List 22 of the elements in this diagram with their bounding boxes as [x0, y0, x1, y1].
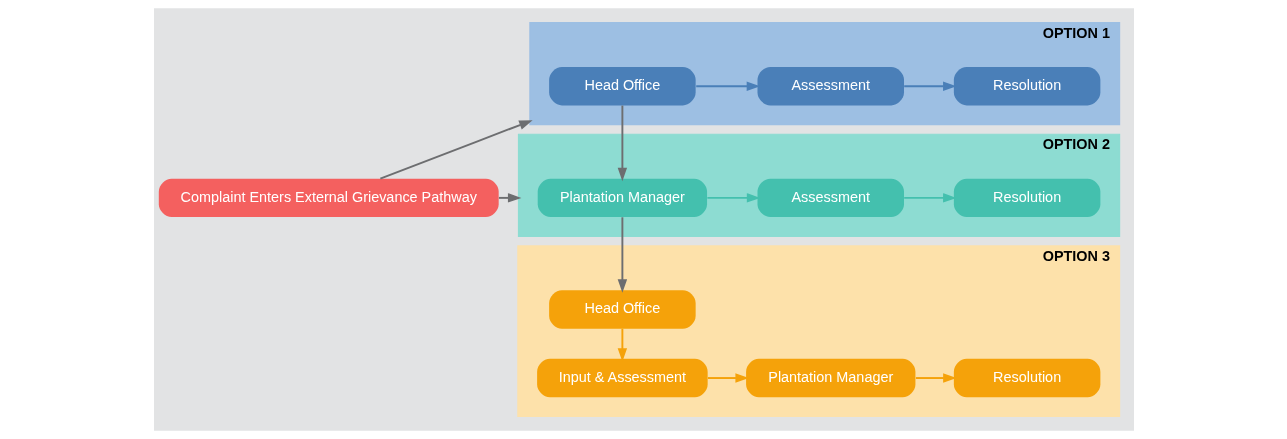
arrow	[694, 81, 760, 91]
arrow	[617, 104, 627, 182]
node-box: Complaint Enters External Grievance Pathway	[158, 178, 499, 218]
node-box: Assessment	[757, 67, 904, 106]
node-box: Head Office	[548, 67, 696, 106]
arrow	[902, 81, 957, 91]
arrow	[378, 120, 533, 180]
node-box: Resolution	[953, 358, 1100, 398]
arrow	[902, 193, 957, 203]
arrow	[706, 373, 749, 383]
node-box: Resolution	[953, 178, 1100, 218]
arrow	[914, 373, 957, 383]
node-box: Head Office	[548, 290, 696, 329]
arrow	[617, 216, 627, 293]
node-box: Assessment	[757, 178, 904, 218]
node-box: Plantation Manager	[745, 358, 915, 398]
node-box: Resolution	[953, 67, 1100, 106]
node-box: Input & Assessment	[536, 358, 708, 398]
arrow	[497, 193, 521, 203]
node-box: Plantation Manager	[537, 178, 707, 218]
arrow	[705, 193, 760, 203]
arrow	[617, 327, 627, 362]
